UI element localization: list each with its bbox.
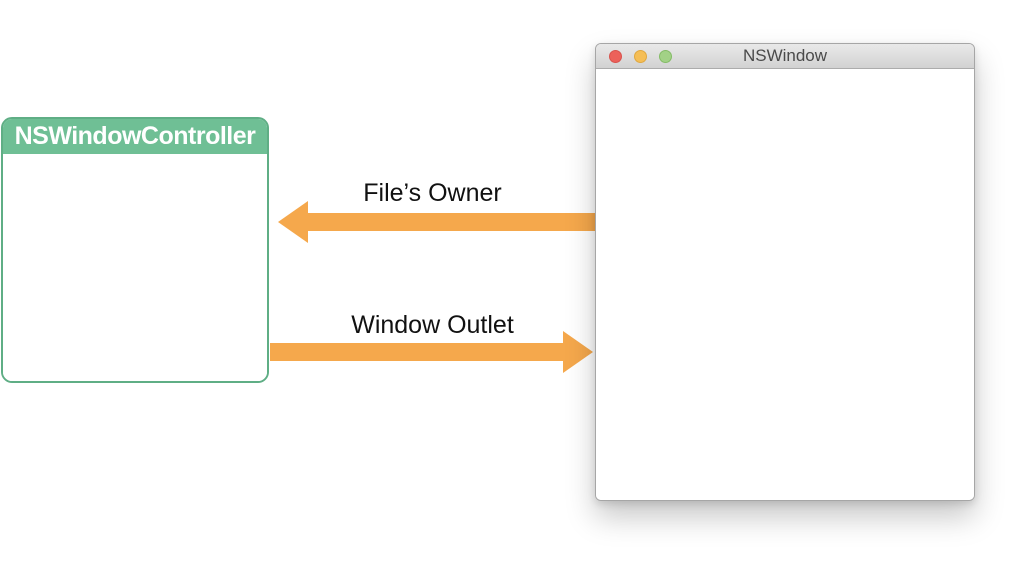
nswindow-titlebar: NSWindow xyxy=(596,44,974,69)
close-button-icon[interactable] xyxy=(609,50,622,63)
nswindowcontroller-header: NSWindowController xyxy=(3,119,267,154)
nswindowcontroller-body xyxy=(3,154,267,381)
minimize-button-icon[interactable] xyxy=(634,50,647,63)
nswindowcontroller-title: NSWindowController xyxy=(14,122,256,150)
zoom-button-icon[interactable] xyxy=(659,50,672,63)
nswindow-title: NSWindow xyxy=(742,46,828,65)
traffic-lights xyxy=(609,44,672,69)
window-outlet-arrow-shaft xyxy=(270,343,563,361)
window-outlet-label: Window Outlet xyxy=(351,311,514,339)
nswindow-mockup: NSWindow xyxy=(595,43,975,501)
files-owner-arrow-shaft xyxy=(308,213,595,231)
nswindow-content xyxy=(596,69,974,500)
window-outlet-arrow-head-right-icon xyxy=(563,331,593,373)
files-owner-arrow-head-left-icon xyxy=(278,201,308,243)
nswindowcontroller-box: NSWindowController xyxy=(1,117,269,383)
files-owner-label: File’s Owner xyxy=(363,179,502,207)
